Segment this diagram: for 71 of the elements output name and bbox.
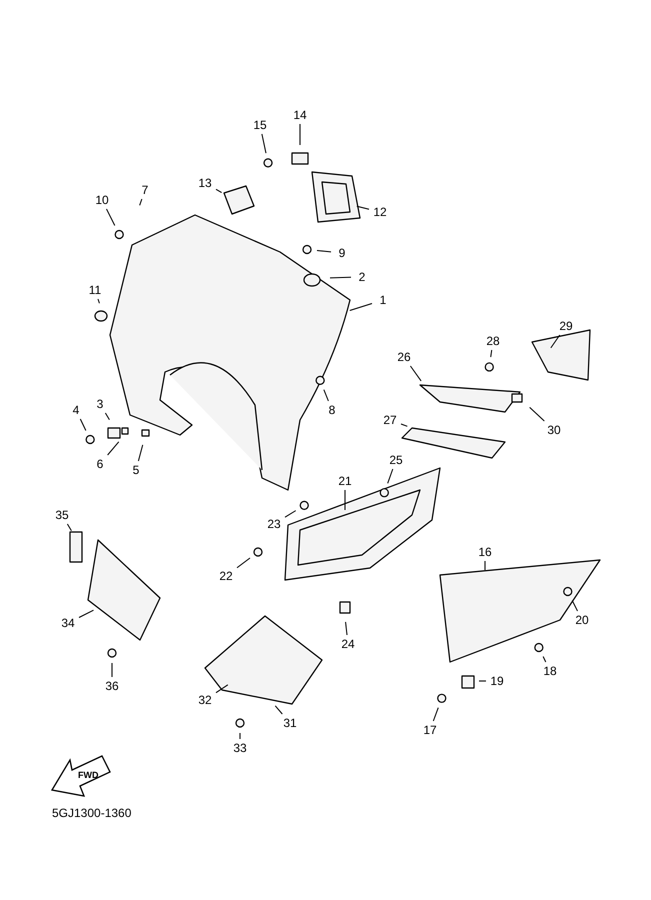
leader-line: [316, 250, 332, 252]
leader-line: [138, 444, 144, 462]
callout-number: 11: [85, 282, 105, 298]
leader-line: [349, 302, 372, 311]
callout-number: 5: [126, 462, 146, 478]
leader-line: [216, 188, 222, 194]
leader-line: [542, 656, 546, 662]
leader-line: [345, 621, 348, 636]
callout-number: 28: [483, 333, 503, 349]
callout-number: 17: [420, 722, 440, 738]
callout-number: 18: [540, 663, 560, 679]
leader-line: [261, 134, 266, 154]
callout-number: 15: [250, 117, 270, 133]
callout-number: 31: [280, 715, 300, 731]
diagram-code: 5GJ1300-1360: [52, 806, 132, 820]
leader-line: [80, 418, 86, 431]
leader-line: [330, 276, 352, 278]
leader-line: [216, 684, 228, 694]
callout-number: 35: [52, 507, 72, 523]
leader-line: [344, 490, 346, 510]
callout-number: 16: [475, 544, 495, 560]
callout-number: 21: [335, 473, 355, 489]
callout-number: 23: [264, 516, 284, 532]
callout-number: 7: [135, 182, 155, 198]
leader-line: [484, 560, 486, 570]
leader-line: [139, 198, 142, 206]
direction-label: FWD: [78, 770, 98, 780]
callout-number: 13: [195, 175, 215, 191]
callout-number: 14: [290, 107, 310, 123]
callout-number: 33: [230, 740, 250, 756]
callout-number: 4: [66, 402, 86, 418]
leader-line: [236, 558, 250, 568]
leader-line: [98, 298, 100, 304]
leader-line: [490, 350, 492, 358]
leader-line: [274, 705, 283, 714]
leader-line: [529, 406, 545, 422]
leader-line: [323, 389, 329, 402]
leader-line: [284, 510, 296, 518]
leader-line: [572, 600, 578, 612]
leader-line: [400, 424, 408, 427]
callout-number: 22: [216, 568, 236, 584]
callout-number: 34: [58, 615, 78, 631]
leader-line: [66, 524, 72, 532]
callout-number: 2: [352, 269, 372, 285]
leader-line: [432, 707, 439, 722]
callout-number: 32: [195, 692, 215, 708]
leader-line: [106, 208, 116, 226]
callout-number: 36: [102, 678, 122, 694]
callout-number: 10: [92, 192, 112, 208]
callout-number: 6: [90, 456, 110, 472]
callout-number: 3: [90, 396, 110, 412]
callout-number: 30: [544, 422, 564, 438]
leader-line: [78, 610, 94, 618]
leader-line: [107, 441, 120, 456]
callout-number: 9: [332, 245, 352, 261]
callout-number: 8: [322, 402, 342, 418]
leader-line: [478, 680, 486, 682]
leader-line: [104, 412, 110, 420]
callout-number: 12: [370, 204, 390, 220]
callout-number: 19: [487, 673, 507, 689]
callout-number: 27: [380, 412, 400, 428]
callout-number: 26: [394, 349, 414, 365]
callout-number: 29: [556, 318, 576, 334]
callout-number: 25: [386, 452, 406, 468]
leader-line: [410, 366, 422, 382]
callout-number: 20: [572, 612, 592, 628]
callout-number: 1: [373, 292, 393, 308]
leader-line: [550, 334, 560, 348]
leader-line: [356, 206, 370, 210]
callout-number: 24: [338, 636, 358, 652]
leader-line: [387, 468, 394, 484]
